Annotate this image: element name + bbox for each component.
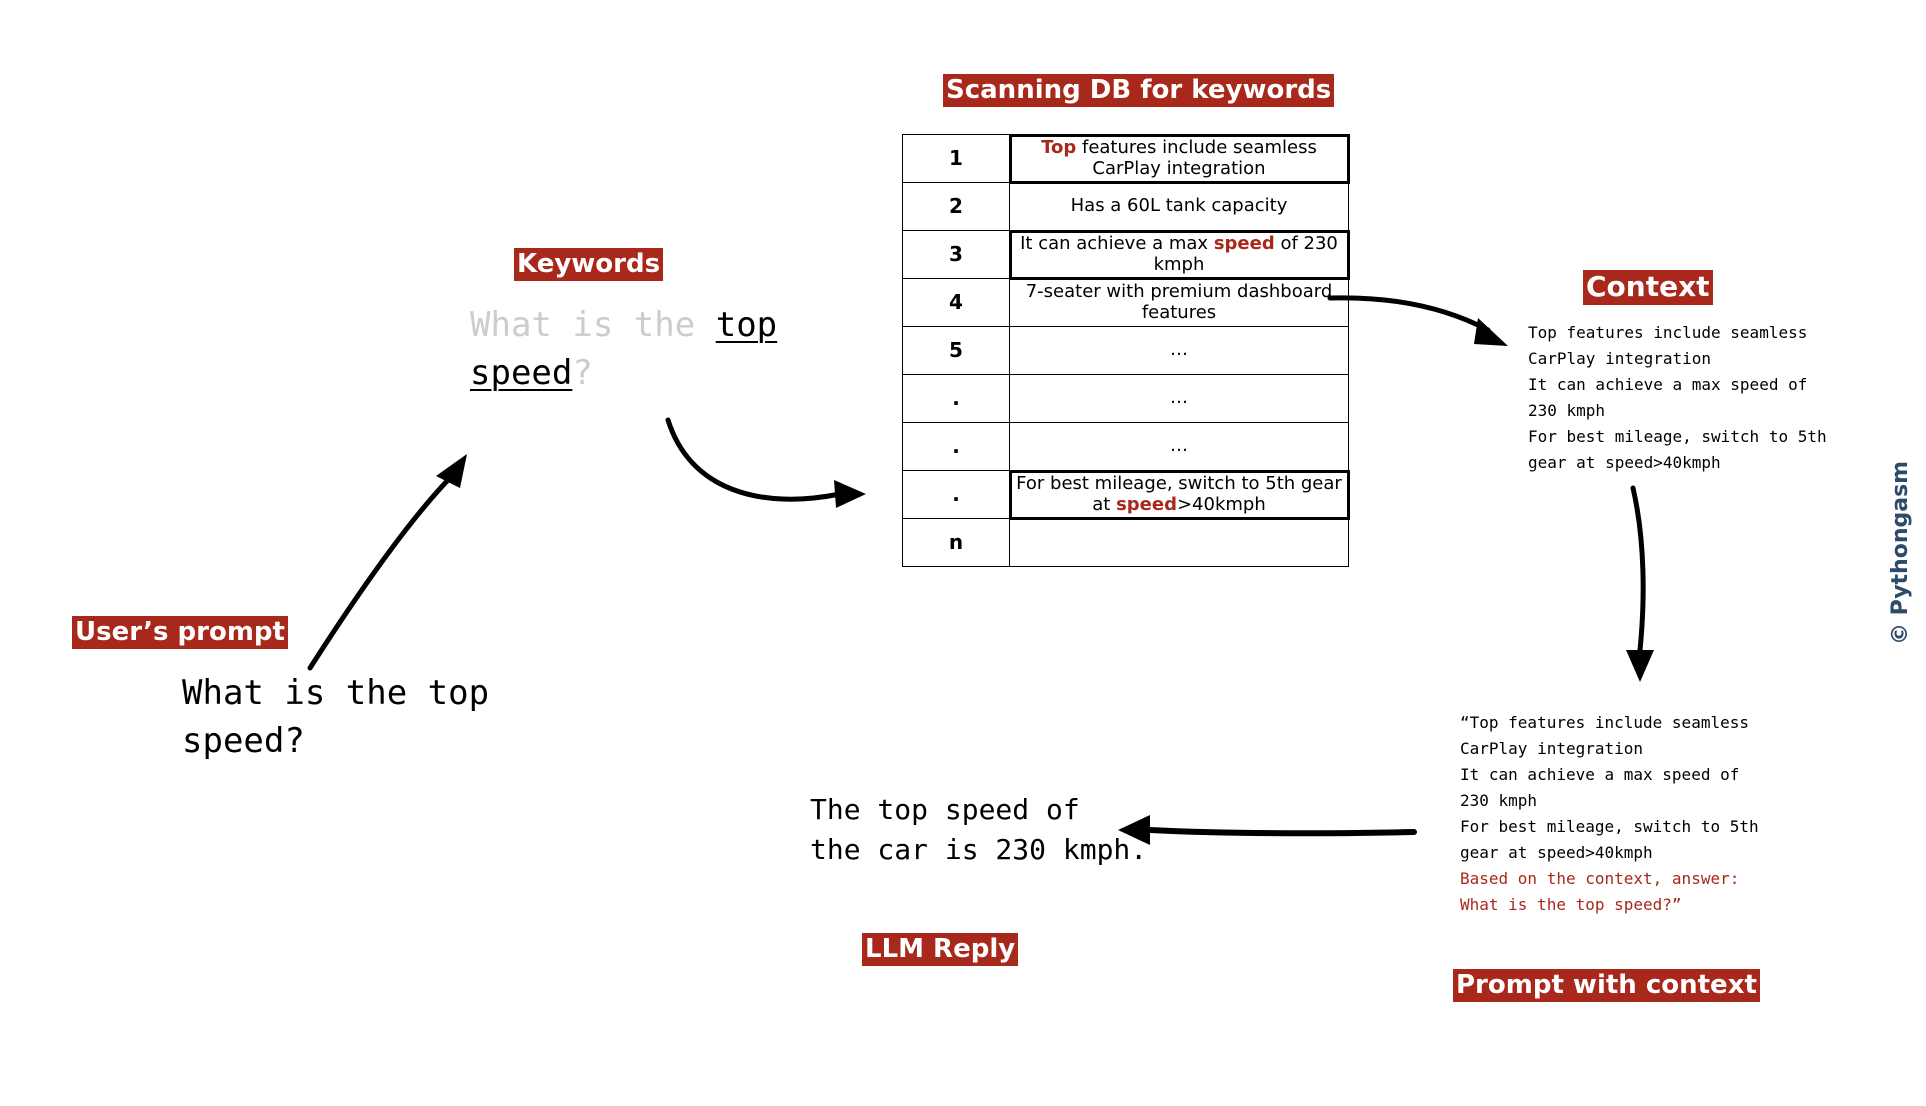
keyword-stopword: is <box>572 305 614 345</box>
arrow-keywords-to-db <box>665 417 866 508</box>
db-row-text: … <box>1009 422 1349 471</box>
db-row-index: . <box>902 470 1010 519</box>
context-label: Context <box>1583 270 1713 305</box>
copyright-text: © Pythongasm <box>1888 460 1913 645</box>
db-row-index: 3 <box>902 230 1010 279</box>
db-row: 2 Has a 60L tank capacity <box>902 182 1349 231</box>
db-keyword: speed <box>1116 493 1177 515</box>
arrow-prompt-to-keywords <box>307 454 467 671</box>
prompt-with-context-label: Prompt with context <box>1453 969 1760 1002</box>
arrow-context-to-prompt <box>1626 485 1654 682</box>
prompt-context-line: gear at speed>40kmph <box>1460 843 1653 862</box>
context-line: It can achieve a max speed of <box>1528 375 1808 394</box>
db-row-index: 1 <box>902 134 1010 183</box>
prompt-with-context-text: “Top features include seamless CarPlay i… <box>1460 710 1759 918</box>
context-text: Top features include seamless CarPlay in… <box>1528 320 1827 476</box>
keyword-speed: speed <box>470 352 573 393</box>
context-line: Top features include seamless <box>1528 323 1808 342</box>
db-row-text <box>1009 518 1349 567</box>
keyword-qmark: ? <box>572 352 593 393</box>
users-prompt-label: User’s prompt <box>72 616 288 649</box>
context-line: 230 kmph <box>1528 401 1606 420</box>
user-prompt-line: speed? <box>182 720 305 761</box>
keyword-top: top <box>715 305 778 345</box>
llm-reply-label: LLM Reply <box>862 933 1019 966</box>
context-line: CarPlay integration <box>1528 349 1712 368</box>
llm-reply-text: The top speed of the car is 230 kmph. <box>810 790 1147 870</box>
db-row: 1 Top features include seamless CarPlay … <box>902 133 1350 184</box>
context-line: gear at speed>40kmph <box>1528 453 1721 472</box>
db-text-part: >40kmph <box>1176 493 1266 515</box>
db-text-part: features include seamless CarPlay integr… <box>1076 136 1317 179</box>
db-row-text: Has a 60L tank capacity <box>1009 182 1349 231</box>
arrow-db-to-context <box>1327 295 1508 346</box>
db-row-text: 7-seater with premium dashboard features <box>1009 278 1349 327</box>
db-row: 5 … <box>902 326 1349 375</box>
user-prompt-text: What is the top speed? <box>182 670 489 765</box>
db-row-text: … <box>1009 374 1349 423</box>
prompt-context-line: CarPlay integration <box>1460 739 1644 758</box>
keywords-phrase: What is the top speed? <box>470 302 777 397</box>
user-prompt-line: What is the top <box>182 673 490 713</box>
db-row-index: . <box>902 422 1010 471</box>
db-keyword: Top <box>1041 136 1077 158</box>
db-row: . … <box>902 374 1349 423</box>
context-line: For best mileage, switch to 5th <box>1528 427 1827 446</box>
arrow-prompt-to-reply <box>1118 815 1417 845</box>
scanning-db-label: Scanning DB for keywords <box>943 74 1335 107</box>
keyword-stopword: the <box>633 305 696 345</box>
prompt-context-line: 230 kmph <box>1460 791 1538 810</box>
db-row: 4 7-seater with premium dashboard featur… <box>902 278 1349 327</box>
db-row: 3 It can achieve a max speed of 230 kmph <box>902 229 1350 280</box>
db-text-part: It can achieve a max <box>1020 232 1214 254</box>
keywords-label: Keywords <box>514 248 664 281</box>
prompt-context-line: It can achieve a max speed of <box>1460 765 1740 784</box>
db-row-index: 2 <box>902 182 1010 231</box>
llm-reply-line: The top speed of <box>810 793 1080 826</box>
keyword-stopword: What <box>470 305 552 345</box>
db-text-part: of 230 kmph <box>1153 232 1338 275</box>
db-row: . … <box>902 422 1349 471</box>
prompt-context-line: For best mileage, switch to 5th <box>1460 817 1759 836</box>
prompt-question-line: Based on the context, answer: <box>1460 869 1740 888</box>
db-row-index: 4 <box>902 278 1010 327</box>
db-table: 1 Top features include seamless CarPlay … <box>902 133 1350 567</box>
prompt-question-line: What is the top speed?” <box>1460 895 1682 914</box>
prompt-context-line: “Top features include seamless <box>1460 713 1749 732</box>
db-row-index: . <box>902 374 1010 423</box>
db-row: n <box>902 518 1349 567</box>
db-keyword: speed <box>1213 232 1275 254</box>
db-row-text: Top features include seamless CarPlay in… <box>1008 133 1350 184</box>
db-row-index: 5 <box>902 326 1010 375</box>
db-row-text: … <box>1009 326 1349 375</box>
db-text-part: For best mileage, switch to 5th gear at <box>1016 472 1342 515</box>
db-row: . For best mileage, switch to 5th gear a… <box>902 469 1350 520</box>
llm-reply-line: the car is 230 kmph. <box>810 833 1148 866</box>
db-row-index: n <box>902 518 1010 567</box>
db-row-text: For best mileage, switch to 5th gear at … <box>1008 469 1350 520</box>
db-row-text: It can achieve a max speed of 230 kmph <box>1008 229 1350 280</box>
